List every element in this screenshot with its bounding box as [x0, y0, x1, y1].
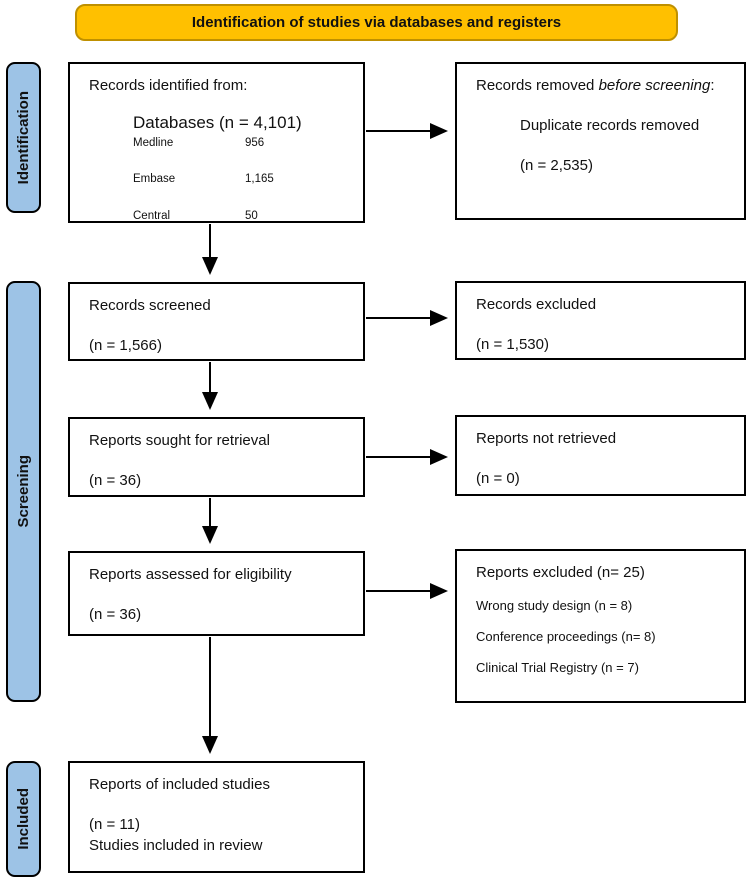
box-records-screened: Records screened (n = 1,566)	[68, 282, 365, 361]
box-reports-assessed: Reports assessed for eligibility (n = 36…	[68, 551, 365, 636]
source-row-embase: Embase 1,165	[133, 172, 347, 186]
included-studies-title: Reports of included studies	[89, 776, 270, 793]
box-records-removed: Records removed before screening: Duplic…	[455, 62, 746, 220]
reports-excluded-title: Reports excluded (n= 25)	[476, 564, 645, 581]
exclusion-reason: Wrong study design (n = 8)	[476, 597, 633, 613]
box-records-excluded: Records excluded (n = 1,530)	[455, 281, 746, 360]
included-studies-note: Studies included in review	[89, 836, 263, 854]
records-removed-text: Records removed	[476, 77, 599, 94]
stage-bar-identification: Identification	[6, 62, 41, 213]
source-name: Medline	[133, 137, 174, 149]
stage-label-included: Included	[15, 788, 32, 850]
banner-title: Identification of studies via databases …	[191, 14, 562, 31]
box-reports-sought: Reports sought for retrieval (n = 36)	[68, 417, 365, 497]
box-reports-not-retrieved: Reports not retrieved (n = 0)	[455, 415, 746, 496]
records-screened-count: (n = 1,566)	[89, 336, 162, 354]
duplicates-count: (n = 2,535)	[520, 156, 593, 174]
records-removed-italic: before screening	[598, 77, 711, 94]
databases-heading: Databases (n = 4,101)	[133, 112, 302, 132]
stage-label-identification: Identification	[15, 90, 32, 185]
records-excluded-count: (n = 1,530)	[476, 335, 549, 353]
exclusion-reason: Conference proceedings (n= 8)	[476, 629, 656, 644]
source-row-medline: Medline 956	[133, 136, 347, 150]
records-removed-colon: :	[710, 77, 715, 94]
stage-label-screening: Screening	[15, 455, 32, 528]
reports-not-retrieved-count: (n = 0)	[476, 469, 520, 487]
box-included-studies: Reports of included studies (n = 11) Stu…	[68, 761, 365, 873]
records-excluded-title: Records excluded	[476, 296, 597, 313]
box-reports-excluded: Reports excluded (n= 25) Wrong study des…	[455, 549, 746, 703]
reports-assessed-title: Reports assessed for eligibility	[89, 566, 292, 583]
source-count: 50	[245, 209, 258, 222]
box-records-identified: Records identified from: Databases (n = …	[68, 62, 365, 223]
source-count: 1,165	[245, 173, 274, 186]
stage-bar-screening: Screening	[6, 281, 41, 702]
banner-identification-of-studies: Identification of studies via databases …	[75, 4, 678, 41]
stage-bar-included: Included	[6, 761, 41, 877]
source-row-central: Central 50	[133, 209, 347, 223]
source-name: Central	[133, 209, 171, 222]
records-screened-title: Records screened	[89, 297, 211, 314]
records-removed-title: Records removed before screening:	[476, 77, 728, 96]
duplicates-detail: Duplicate records removed	[520, 116, 700, 134]
included-studies-count: (n = 11)	[89, 815, 140, 833]
source-count: 956	[245, 137, 265, 149]
reports-assessed-count: (n = 36)	[89, 605, 142, 623]
source-name: Embase	[133, 173, 176, 186]
records-identified-title: Records identified from:	[89, 77, 248, 94]
reports-not-retrieved-title: Reports not retrieved	[476, 430, 617, 447]
reports-sought-title: Reports sought for retrieval	[89, 432, 270, 449]
exclusion-reason: Clinical Trial Registry (n = 7)	[476, 660, 639, 676]
reports-sought-count: (n = 36)	[89, 471, 142, 489]
